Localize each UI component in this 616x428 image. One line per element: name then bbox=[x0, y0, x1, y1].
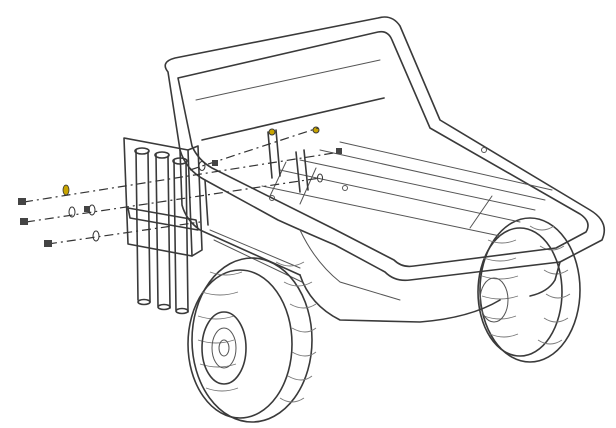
bolt-icon bbox=[336, 148, 342, 154]
washer-icon bbox=[198, 161, 206, 171]
bolt-icon bbox=[84, 206, 90, 212]
tool-rack bbox=[123, 137, 203, 315]
front-wheel bbox=[187, 257, 317, 423]
bolt-icon bbox=[212, 160, 218, 166]
washer-icon bbox=[68, 206, 76, 218]
rear-wheel bbox=[477, 217, 581, 363]
bolt-icon bbox=[20, 218, 28, 225]
washer-icon bbox=[62, 184, 70, 196]
bolt-icon bbox=[18, 198, 26, 205]
washer-icon bbox=[92, 230, 100, 242]
fastener-callouts bbox=[18, 127, 342, 247]
washer-icon bbox=[317, 173, 323, 183]
bolt-icon bbox=[44, 240, 52, 247]
